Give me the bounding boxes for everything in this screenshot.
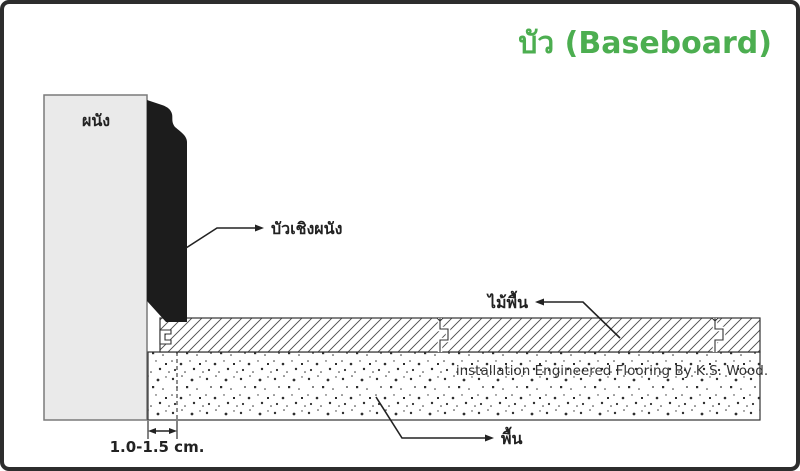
arrow-right-icon xyxy=(255,224,264,232)
plank-joint xyxy=(436,317,451,352)
plank-joint xyxy=(711,317,726,352)
arrow-left-icon xyxy=(148,428,156,434)
page-title: บัว (Baseboard) xyxy=(518,26,772,61)
flooring-leader-line xyxy=(543,301,621,339)
baseboard-callout: บัวเชิงผนัง xyxy=(185,219,342,249)
subfloor-concrete xyxy=(147,351,761,421)
gap-dimension: 1.0-1.5 cm. xyxy=(110,352,205,456)
flooring-label: ไม้พื้น xyxy=(486,290,528,312)
baseboard-label: บัวเชิงผนัง xyxy=(271,219,342,238)
flooring-callout: ไม้พื้น xyxy=(486,290,621,339)
arrow-right-icon xyxy=(169,428,177,434)
flooring-strip xyxy=(159,317,761,353)
wall-label: ผนัง xyxy=(82,111,110,130)
wall-section: ผนัง xyxy=(43,94,148,421)
subfloor-callout: พื้น xyxy=(375,396,523,448)
gap-dimension-label: 1.0-1.5 cm. xyxy=(110,438,205,456)
subfloor-leader-line xyxy=(375,396,486,439)
subfloor-label: พื้น xyxy=(501,426,523,448)
arrow-right-icon xyxy=(485,434,494,442)
installer-note: installation Engineered Flooring By K.S.… xyxy=(456,363,768,379)
flooring-end-groove xyxy=(159,329,172,345)
flooring-planks xyxy=(159,317,761,353)
arrow-left-icon xyxy=(535,298,544,306)
baseboard-leader-line xyxy=(185,227,256,249)
baseboard-profile xyxy=(147,100,187,322)
wall-rect xyxy=(43,94,148,421)
